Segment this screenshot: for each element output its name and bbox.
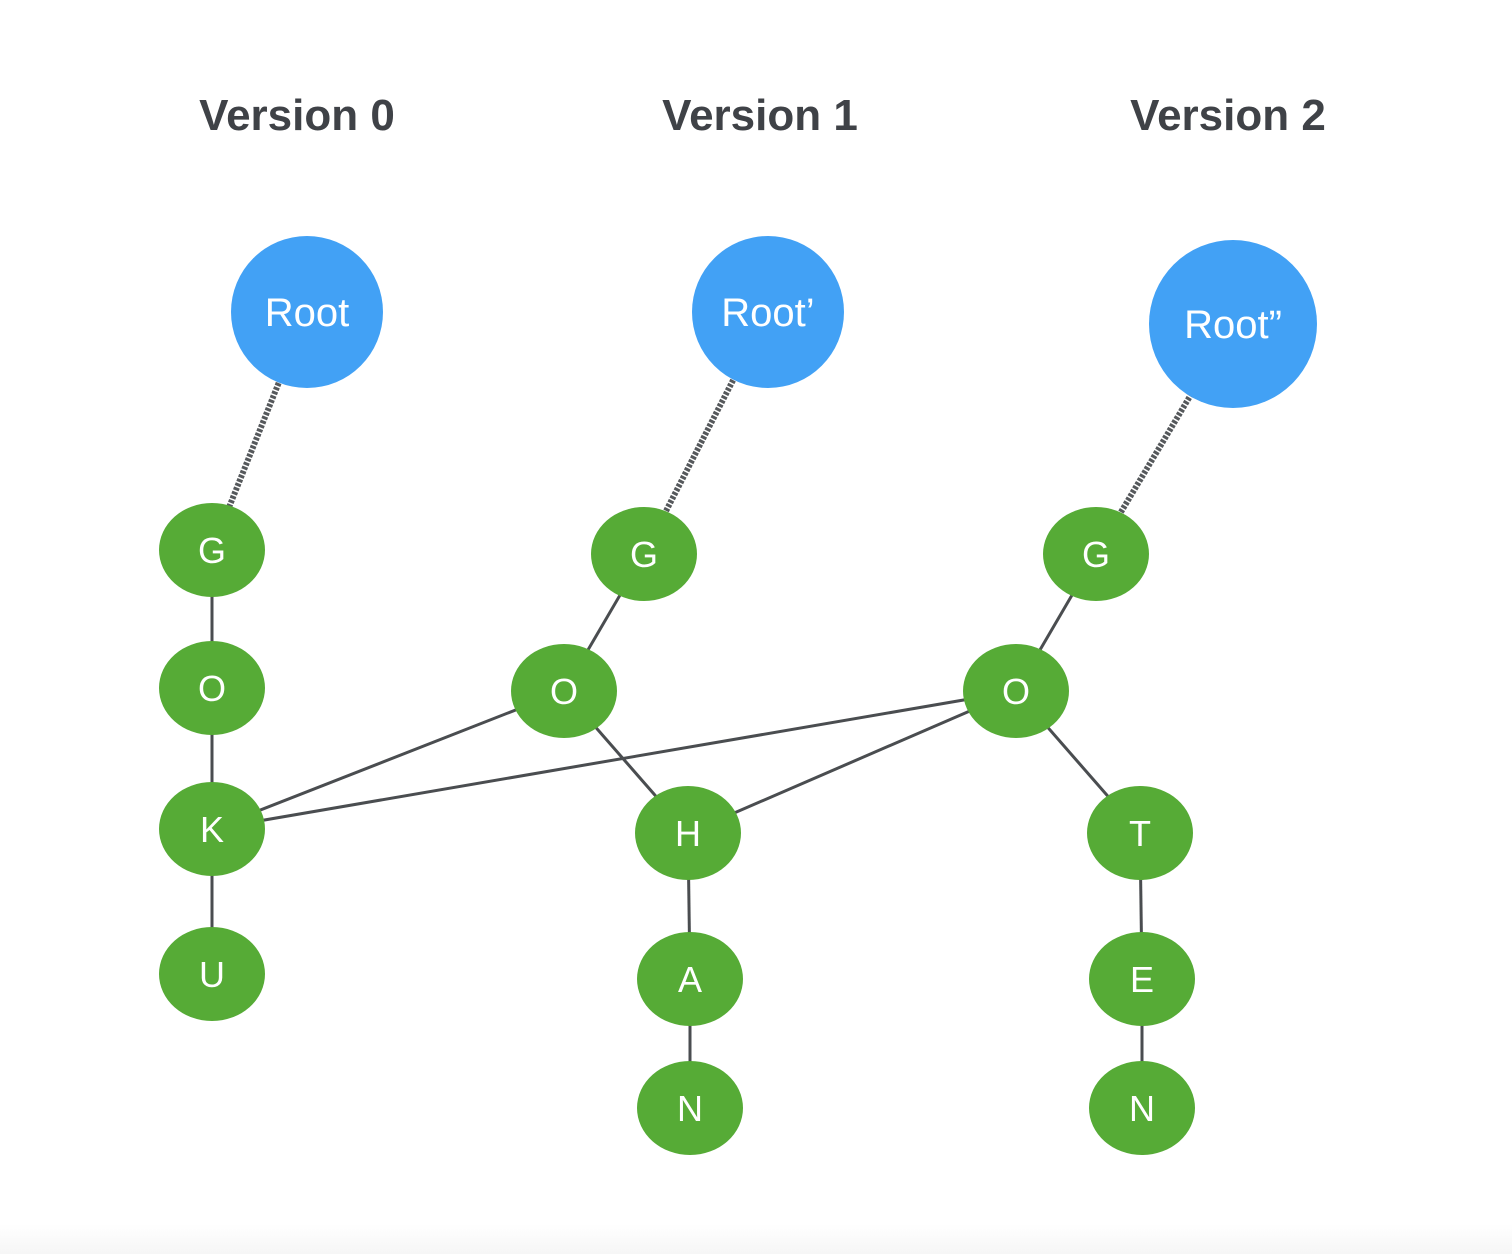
node-g1: G [591,507,697,601]
version-title-v2: Version 2 [1130,91,1326,140]
node-circle-a1 [637,932,743,1026]
root-circle-root0 [231,236,383,388]
edge-o2-k0 [211,689,1017,831]
root-node-root0: Root [231,236,383,388]
bottom-fade [0,1224,1512,1254]
node-circle-g1 [591,507,697,601]
node-label-n1: N [677,1088,703,1129]
node-label-g2: G [1082,534,1110,575]
edge-o1-k0 [211,689,565,831]
node-label-root2: Root” [1184,303,1282,347]
node-g0: G [159,503,265,597]
root-node-root1: Root’ [692,236,844,388]
node-label-root1: Root’ [721,291,814,335]
node-label-a1: A [678,959,702,1000]
node-u0: U [159,927,265,1021]
node-a1: A [637,932,743,1026]
version-title-v0: Version 0 [199,91,395,140]
node-g2: G [1043,507,1149,601]
node-label-e2: E [1130,959,1154,1000]
node-circle-o0 [159,641,265,735]
node-o2: O [963,644,1069,738]
node-o1: O [511,644,617,738]
node-label-h1: H [675,813,701,854]
node-label-k0: K [200,809,224,850]
node-label-g0: G [198,530,226,571]
nodes: Root Root’ Root” G O K U G O H A N G O T E N [159,236,1317,1155]
root-circle-root2 [1149,240,1317,408]
node-label-o2: O [1002,671,1030,712]
node-o0: O [159,641,265,735]
node-label-g1: G [630,534,658,575]
node-circle-o1 [511,644,617,738]
node-e2: E [1089,932,1195,1026]
edge-o2-h1 [687,689,1017,835]
node-circle-u0 [159,927,265,1021]
node-circle-h1 [635,786,741,880]
node-label-o0: O [198,668,226,709]
root-node-root2: Root” [1149,240,1317,408]
node-n1: N [637,1061,743,1155]
version-titles: Version 0 Version 1 Version 2 [199,91,1326,140]
root-circle-root1 [692,236,844,388]
node-k0: K [159,782,265,876]
node-n2: N [1089,1061,1195,1155]
node-t2: T [1087,786,1193,880]
node-circle-n1 [637,1061,743,1155]
node-h1: H [635,786,741,880]
node-label-t2: T [1129,813,1151,854]
node-label-root0: Root [265,291,350,335]
node-label-n2: N [1129,1088,1155,1129]
node-circle-o2 [963,644,1069,738]
node-circle-n2 [1089,1061,1195,1155]
node-circle-g0 [159,503,265,597]
node-label-o1: O [550,671,578,712]
node-label-u0: U [199,954,225,995]
node-circle-g2 [1043,507,1149,601]
node-circle-e2 [1089,932,1195,1026]
node-circle-k0 [159,782,265,876]
version-title-v1: Version 1 [662,91,858,140]
node-circle-t2 [1087,786,1193,880]
